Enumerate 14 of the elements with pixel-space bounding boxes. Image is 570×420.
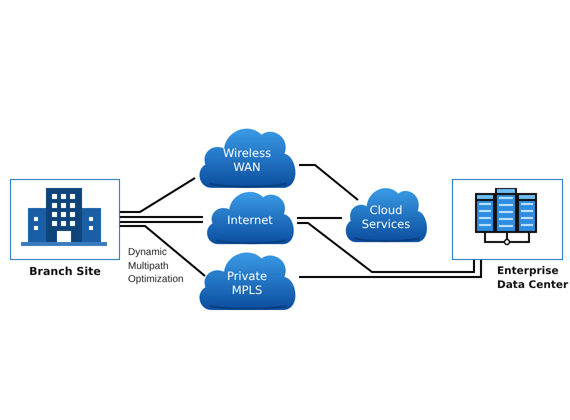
connector-line — [297, 217, 342, 219]
connector-line — [297, 222, 475, 273]
cloud-label: Internet — [227, 212, 273, 228]
cloud-label: Cloud Services — [360, 202, 412, 232]
connector-line — [299, 164, 359, 201]
connector-line — [120, 177, 196, 213]
connector-line — [120, 225, 206, 277]
cloud-label: Wireless WAN — [222, 146, 272, 174]
connector-line — [120, 221, 203, 223]
annotation-text: Dynamic Multipath Optimization — [128, 246, 185, 286]
connector-line — [299, 260, 482, 278]
site-label: Enterprise Data Center — [497, 265, 570, 292]
connector-line — [120, 216, 203, 218]
cloud-label: Private MPLS — [226, 268, 268, 298]
